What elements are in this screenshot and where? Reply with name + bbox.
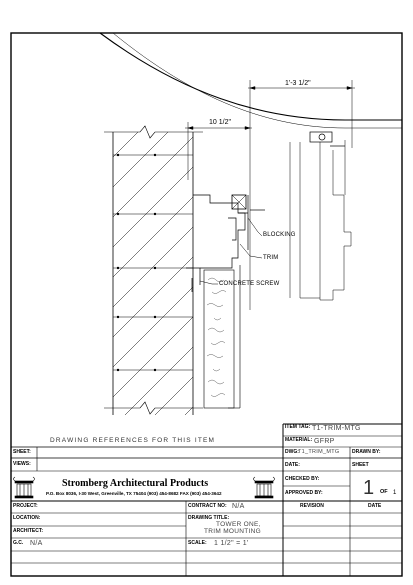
drawing-title-line1: TOWER ONE, (216, 521, 261, 528)
dwg-value: T1_TRIM_MTG (298, 449, 340, 455)
scale-label: SCALE: (188, 540, 207, 546)
dimension-overall: 1'-3 1/2" (285, 80, 311, 87)
views-label: VIEWS: (13, 461, 31, 467)
architect-label: ARCHITECT: (13, 528, 43, 534)
dimension-lines (185, 80, 355, 310)
drawing-title-label: DRAWING TITLE: (188, 515, 230, 521)
scale-value: 1 1/2" = 1' (214, 540, 249, 547)
drawing-title-line2: TRIM MOUNTING (204, 528, 261, 535)
contract-no-value: N/A (232, 503, 245, 510)
sheet-border (10, 32, 403, 577)
sheet-number-label: SHEET (352, 462, 369, 468)
sheet-total: 1 (393, 490, 397, 496)
contract-no-label: CONTRACT NO: (188, 503, 227, 509)
company-name: Stromberg Architectural Products (62, 478, 209, 489)
annotation-concrete-screw: CONCRETE SCREW (219, 281, 280, 287)
leaders (199, 217, 263, 285)
sheet-label: SHEET: (13, 449, 31, 455)
material-value: GFRP (314, 438, 335, 445)
date-label: DATE: (285, 462, 300, 468)
material-label: MATERIAL: (285, 437, 313, 443)
foam-insulation (203, 265, 241, 409)
gc-label: G.C. (13, 540, 24, 546)
item-tag-label: ITEM TAG: (285, 424, 311, 430)
curved-profile (99, 32, 402, 129)
revision-label: REVISION (300, 503, 324, 509)
drawn-by-label: DRAWN BY: (352, 449, 381, 455)
references-header: DRAWING REFERENCES FOR THIS ITEM (50, 437, 216, 444)
of-label: OF (380, 489, 388, 495)
title-block-grid (11, 423, 402, 576)
company-logo-right (253, 476, 275, 499)
company-logo-left (13, 476, 35, 499)
annotation-trim: TRIM (263, 255, 279, 261)
dimension-partial: 10 1/2" (209, 119, 231, 126)
location-label: LOCATION: (13, 515, 41, 521)
gc-value: N/A (30, 540, 43, 547)
concrete-wall (104, 125, 203, 415)
revision-date-label: DATE (368, 503, 382, 509)
approved-by-label: APPROVED BY: (285, 490, 323, 496)
project-label: PROJECT: (13, 503, 38, 509)
annotation-blocking: BLOCKING (263, 232, 296, 238)
panel-edges (289, 140, 352, 301)
item-tag-value: T1-TRIM-MTG (312, 425, 361, 432)
trim-assembly (186, 131, 345, 292)
company-address: P.O. Box 8036, I-30 West, Greenville, TX… (46, 491, 222, 496)
checked-by-label: CHECKED BY: (285, 476, 320, 482)
dwg-label: DWG: (285, 449, 299, 455)
sheet-number: 1 (363, 477, 375, 499)
